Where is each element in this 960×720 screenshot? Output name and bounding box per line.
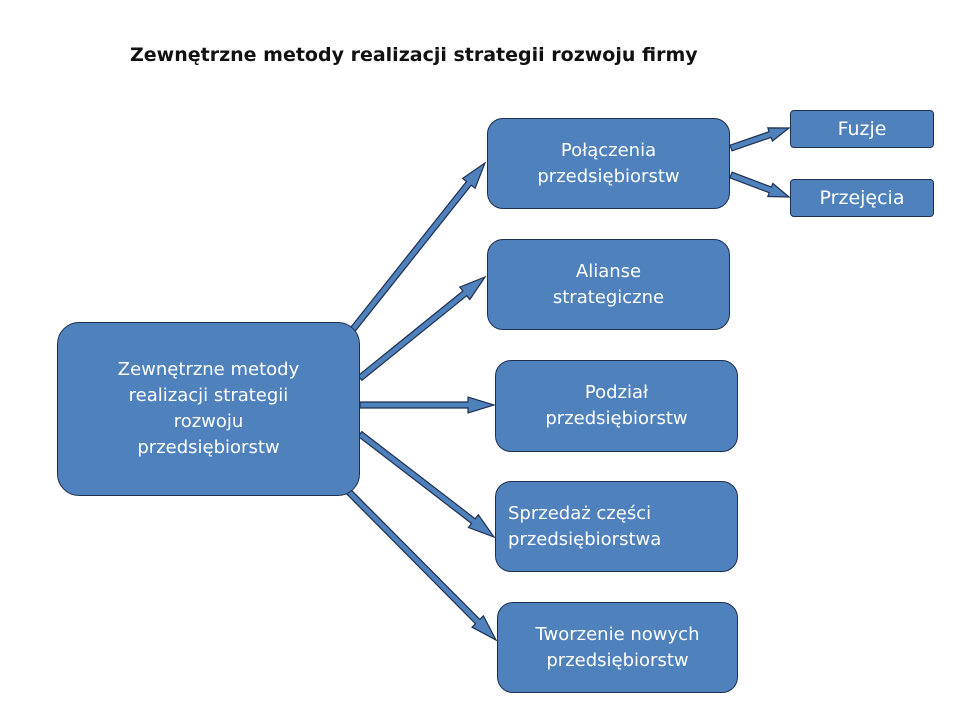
arrow-to-alianse — [357, 275, 487, 382]
node-sprzedaz: Sprzedaż części przedsiębiorstwa — [495, 481, 738, 572]
node-tworzenie-label: Tworzenie nowych przedsiębiorstw — [535, 623, 700, 671]
node-polaczenia: Połączenia przedsiębiorstw — [487, 118, 730, 209]
node-sprzedaz-label: Sprzedaż części przedsiębiorstwa — [508, 502, 662, 550]
node-root: Zewnętrzne metody realizacji strategii r… — [57, 322, 360, 496]
arrow-to-przejecia — [729, 171, 791, 198]
arrow-to-tworzenie — [342, 485, 498, 642]
node-polaczenia-label: Połączenia przedsiębiorstw — [537, 139, 680, 187]
arrow-to-podzial — [359, 396, 497, 414]
node-fuzje: Fuzje — [790, 110, 934, 148]
arrow-to-polaczenia — [346, 161, 487, 336]
diagram-title: Zewnętrzne metody realizacji strategii r… — [130, 44, 698, 66]
node-alianse: Alianse strategiczne — [487, 239, 730, 330]
arrow-to-fuzje — [729, 127, 791, 152]
node-alianse-label: Alianse strategiczne — [552, 260, 665, 308]
node-przejecia: Przejęcia — [790, 179, 934, 217]
node-fuzje-label: Fuzje — [837, 118, 887, 140]
node-podzial: Podział przedsiębiorstw — [495, 360, 738, 452]
node-przejecia-label: Przejęcia — [819, 187, 905, 209]
node-tworzenie: Tworzenie nowych przedsiębiorstw — [497, 602, 738, 693]
node-root-label: Zewnętrzne metody realizacji strategii r… — [117, 359, 300, 458]
arrow-to-sprzedaz — [357, 430, 496, 539]
node-podzial-label: Podział przedsiębiorstw — [545, 382, 688, 429]
